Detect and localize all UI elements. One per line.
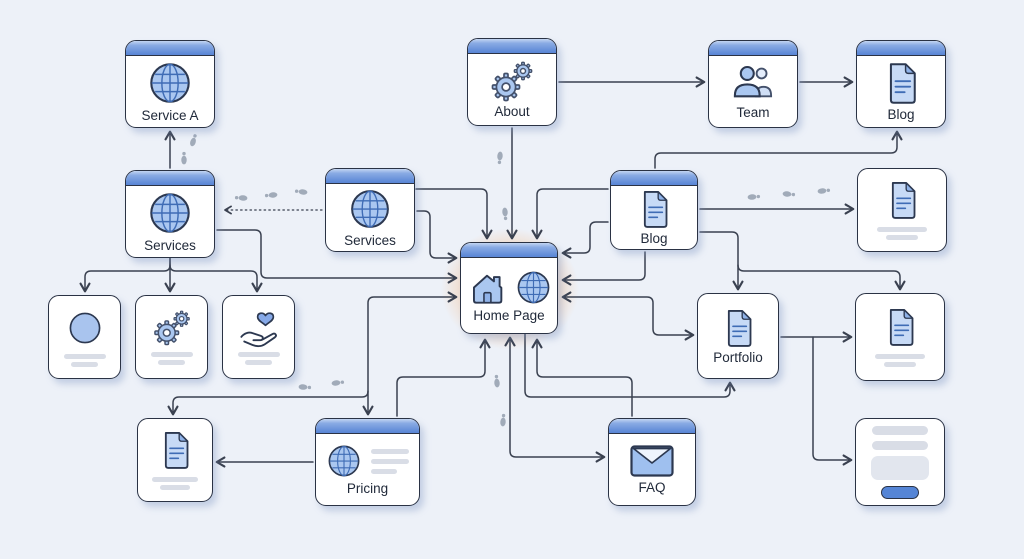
node-label: Blog xyxy=(640,231,668,247)
node-label: Service A xyxy=(141,108,199,124)
edge-blogmid-to-home-top xyxy=(531,188,609,240)
node-services-left: Services xyxy=(125,170,215,258)
placeholder-text-line xyxy=(371,448,409,454)
node-home-page: Home Page xyxy=(460,242,558,334)
node-label: FAQ xyxy=(638,480,666,496)
node-doc-bottom-left xyxy=(137,418,213,502)
placeholder-text-line xyxy=(371,468,397,474)
edge-home-faq xyxy=(504,336,606,463)
window-header-bar xyxy=(611,171,697,186)
window-header-bar xyxy=(461,243,557,258)
node-label: Home Page xyxy=(473,307,545,323)
globe-icon xyxy=(351,190,389,229)
globe-icon xyxy=(328,445,360,477)
placeholder-text-line xyxy=(886,235,918,240)
placeholder-text-line xyxy=(63,353,106,359)
circle-avatar-icon xyxy=(69,312,100,343)
node-label: Services xyxy=(144,238,196,254)
globe-icon xyxy=(150,193,190,233)
node-about: About xyxy=(467,38,557,126)
window-header-bar xyxy=(609,419,695,434)
node-label: Services xyxy=(344,233,396,249)
people-icon xyxy=(733,66,773,98)
document-icon xyxy=(727,309,752,347)
edge-services-to-featureheart xyxy=(169,264,263,293)
globe-icon xyxy=(517,271,549,304)
document-icon xyxy=(643,191,668,229)
node-doc-mid-right xyxy=(855,293,945,381)
placeholder-text-line xyxy=(875,354,925,359)
placeholder-text-line xyxy=(884,362,916,367)
window-header-bar xyxy=(126,41,214,56)
node-faq: FAQ xyxy=(608,418,696,506)
node-label: About xyxy=(494,104,530,120)
window-header-bar xyxy=(326,169,414,184)
edge-blogmid-to-blogtop xyxy=(654,130,903,169)
node-blog-top: Blog xyxy=(856,40,946,128)
document-icon xyxy=(164,432,189,469)
window-header-bar xyxy=(857,41,945,56)
placeholder-text-line xyxy=(152,477,198,482)
document-icon xyxy=(889,63,916,104)
window-header-bar xyxy=(126,171,214,186)
submit-button-placeholder xyxy=(881,485,919,499)
edge-servicesmid-to-home-left xyxy=(416,210,458,264)
node-portfolio: Portfolio xyxy=(697,293,779,379)
node-label: Pricing xyxy=(346,481,389,497)
node-blog-mid: Blog xyxy=(610,170,698,250)
node-services-mid: Services xyxy=(325,168,415,252)
globe-icon xyxy=(150,63,190,103)
edge-home-to-docbottomleft xyxy=(167,291,458,416)
node-team: Team xyxy=(708,40,798,128)
window-header-bar xyxy=(468,39,556,54)
window-header-bar xyxy=(316,419,419,434)
form-field-placeholder xyxy=(872,425,928,435)
placeholder-text-line xyxy=(371,458,409,464)
edge-home-portfolio-left xyxy=(561,291,695,341)
document-icon xyxy=(891,182,916,219)
edge-blogmid-to-portfolio xyxy=(699,231,744,291)
edge-pricing-to-home xyxy=(396,338,491,417)
placeholder-text-line xyxy=(245,360,272,365)
node-label: Team xyxy=(736,105,770,121)
placeholder-text-line xyxy=(71,361,98,367)
placeholder-text-line xyxy=(877,227,927,232)
window-header-bar xyxy=(709,41,797,56)
edge-blogmid-to-home-right2 xyxy=(561,251,646,286)
node-feature-heart xyxy=(222,295,295,379)
node-doc-top-right xyxy=(857,168,947,252)
gears-icon xyxy=(491,61,533,102)
form-textarea-placeholder xyxy=(871,455,929,480)
placeholder-text-line xyxy=(237,352,280,357)
node-pricing: Pricing xyxy=(315,418,420,506)
footprints xyxy=(181,134,831,427)
document-icon xyxy=(889,309,914,346)
envelope-icon xyxy=(630,445,674,477)
edge-portfolio-to-formcard xyxy=(812,336,853,466)
node-service-a: Service A xyxy=(125,40,215,128)
node-feature-gears xyxy=(135,295,208,379)
edge-servicesmid-to-home-top xyxy=(415,188,493,240)
node-form-card xyxy=(855,418,945,506)
placeholder-text-line xyxy=(160,485,190,490)
form-field-placeholder xyxy=(872,440,928,450)
heart-hand-icon xyxy=(239,312,277,348)
edge-services-to-featurecircle xyxy=(79,257,171,293)
edge-home-to-portfolio-bottom xyxy=(524,333,736,398)
node-label: Portfolio xyxy=(713,349,763,365)
edge-blogmid-to-home-right1 xyxy=(561,221,609,259)
edge-blogmid-to-docmidright xyxy=(737,264,906,291)
placeholder-text-line xyxy=(158,360,185,365)
edge-faq-to-home xyxy=(531,338,633,417)
gears-icon xyxy=(153,310,190,346)
placeholder-text-line xyxy=(150,352,193,357)
house-icon xyxy=(472,274,502,304)
edge-servicesleft-to-home-left xyxy=(216,229,458,284)
node-feature-circle xyxy=(48,295,121,379)
node-label: Blog xyxy=(887,107,915,123)
